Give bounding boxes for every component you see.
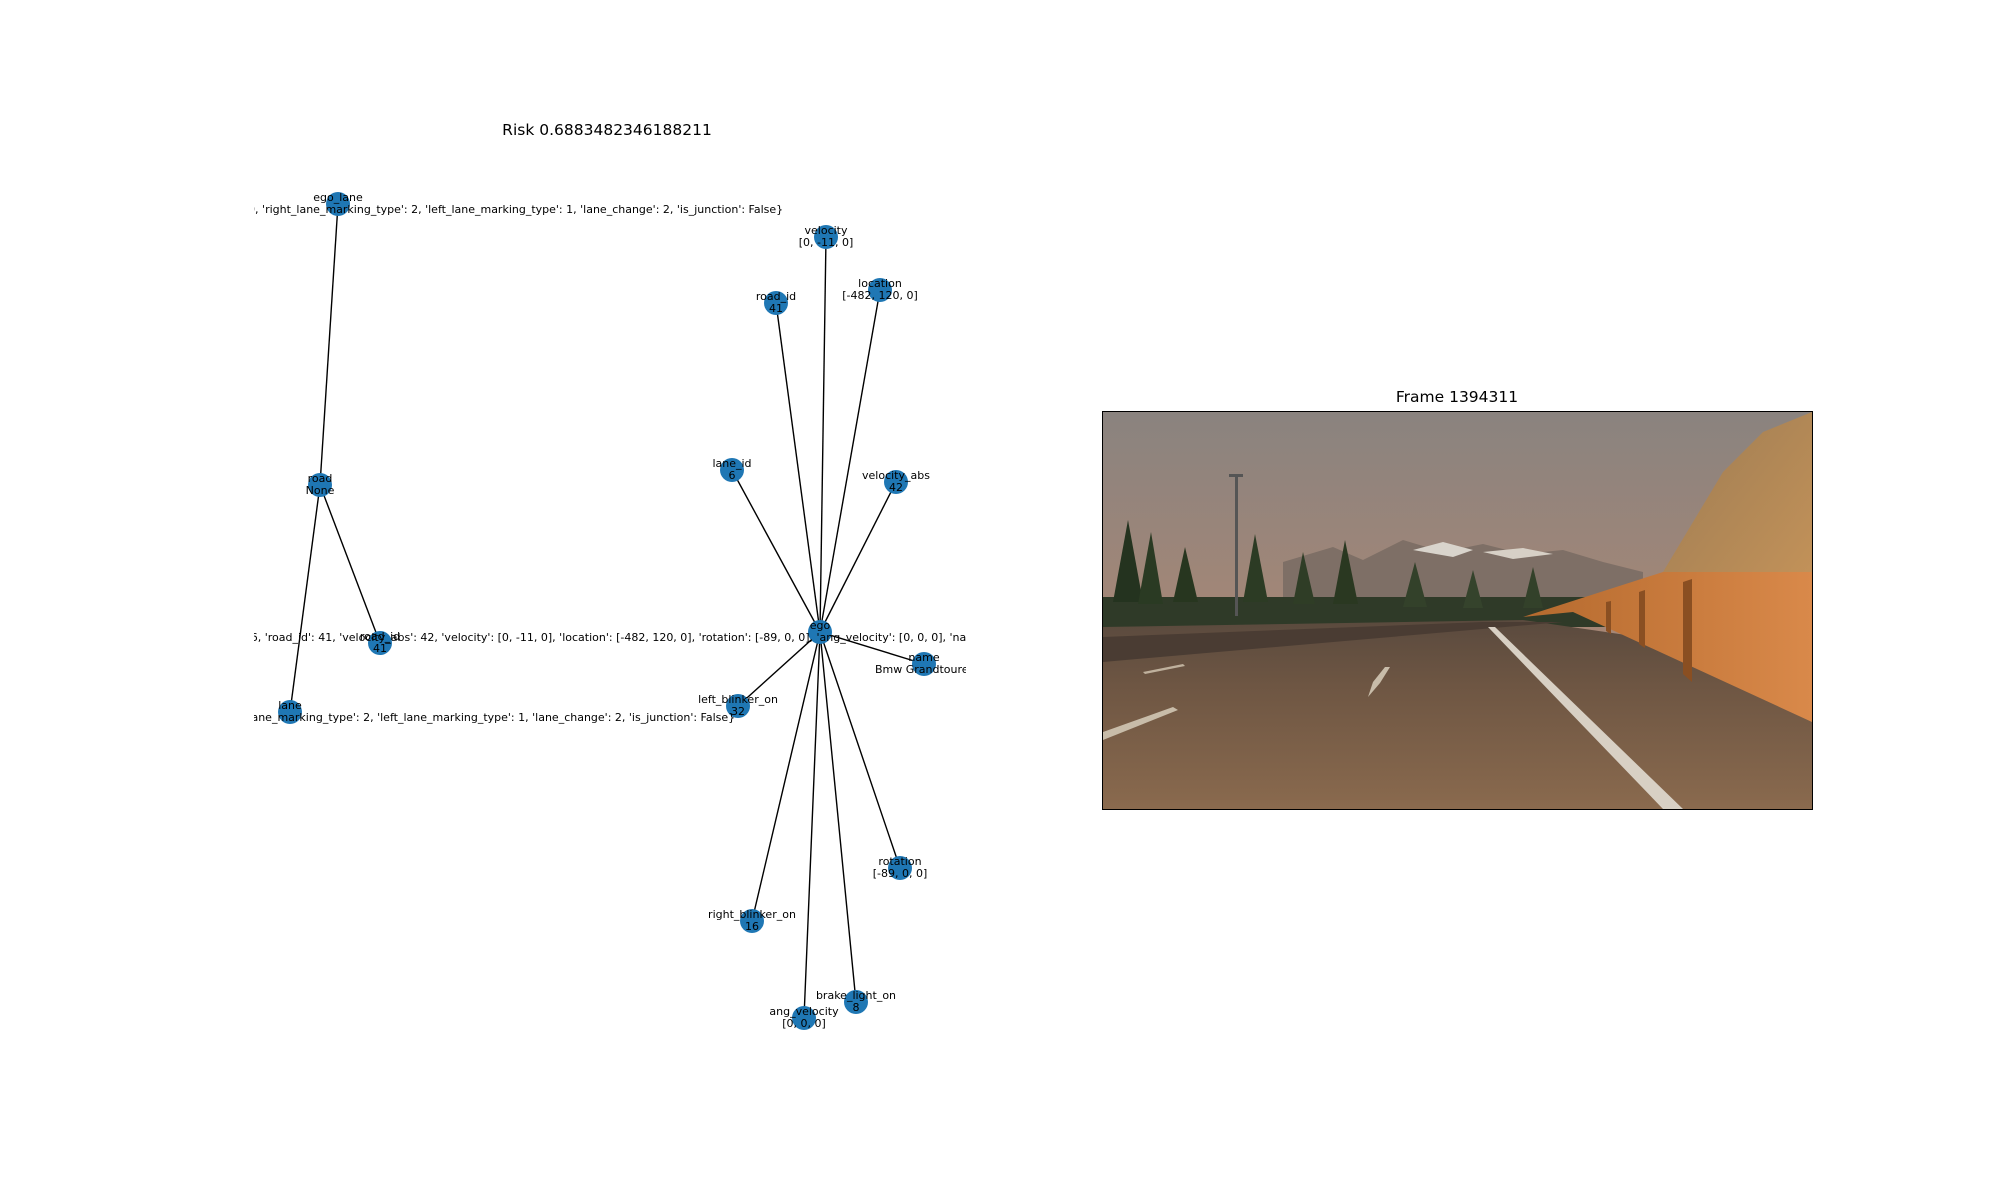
node-label-road-id-left: road_id [360,630,400,643]
node-velocity-abs [884,470,908,494]
edge-ego-brake_light_on [819,631,857,1003]
edge-ego-rotation [819,631,901,869]
node-value-ang-velocity: [0, 0, 0] [782,1017,826,1030]
node-label-velocity: velocity [805,224,848,237]
node-value-right-blinker-on: 16 [745,920,759,933]
node-label-ego: ego [810,619,831,632]
node-label-rotation: rotation [878,855,921,868]
node-label-ang-velocity: ang_velocity [769,1005,839,1018]
node-value-left-blinker-on: 32 [731,705,745,718]
node-value-road-id: 41 [769,302,783,315]
node-label-name: name [908,651,939,664]
node-label-ego-lane: ego_lane [313,191,363,204]
node-value-rotation: [-89, 0, 0] [873,867,928,880]
node-value-name: Bmw Grandtourer [875,663,974,676]
node-value-ego: {'lane_id': 6, 'road_id': 41, 'velocity_… [191,631,1448,644]
edge-ego-lane_id [731,469,821,633]
node-location [868,278,892,302]
node-brake-light-on [844,990,868,1014]
edge-road-road_id_left [319,484,381,644]
frame-title: Frame 1394311 [1395,388,1519,406]
node-road-id-left [368,631,392,655]
node-label-velocity-abs: velocity_abs [862,469,930,482]
node-value-location: [-482, 120, 0] [842,289,918,302]
node-road [308,473,332,497]
edge-ego-velocity [819,236,827,633]
edge-road-lane [289,484,321,713]
edge-ego-location [819,289,881,633]
node-ang-velocity [792,1006,816,1030]
edge-ego-road_id [775,302,821,633]
graph-title: Risk 0.6883482346188211 [502,121,712,139]
node-value-velocity-abs: 42 [889,481,903,494]
node-label-location: location [858,277,902,290]
node-left-blinker-on [726,694,750,718]
node-label-road-id: road_id [756,290,796,303]
node-label-lane: lane [278,699,302,712]
node-value-brake-light-on: 8 [853,1001,860,1014]
node-value-road: None [306,484,335,497]
road-scene [1103,412,1812,809]
node-value-ego-lane: {'lane_id': 6, 'road_id': 41, 'right_lan… [0,203,783,216]
node-road-id [764,291,788,315]
node-right-blinker-on [740,909,764,933]
node-lane [278,700,302,724]
edge-ego-ang_velocity [803,631,821,1019]
edge-ego-left_blinker_on [737,631,821,707]
camera-frame-image [1102,411,1813,810]
node-label-brake-light-on: brake_light_on [816,989,896,1002]
node-value-lane-id: 6 [729,469,736,482]
node-value-velocity: [0, -11, 0] [799,236,854,249]
node-value-road-id-left: 41 [373,642,387,655]
node-ego-lane [326,192,350,216]
node-name [912,652,936,676]
node-lane-id [720,458,744,482]
node-label-left-blinker-on: left_blinker_on [698,693,778,706]
node-label-road: road [308,472,333,485]
edge-ego-name [819,631,925,665]
node-rotation [888,856,912,880]
edge-ego-velocity_abs [819,481,897,633]
node-label-right-blinker-on: right_blinker_on [708,908,796,921]
node-ego [808,620,832,644]
edge-ego_lane-road [319,203,339,486]
node-value-lane: {'lane_id': 6, 'road_id': 41, 'right_lan… [0,711,735,724]
node-velocity [814,225,838,249]
edge-ego-right_blinker_on [751,631,821,922]
node-label-lane-id: lane_id [712,457,751,470]
